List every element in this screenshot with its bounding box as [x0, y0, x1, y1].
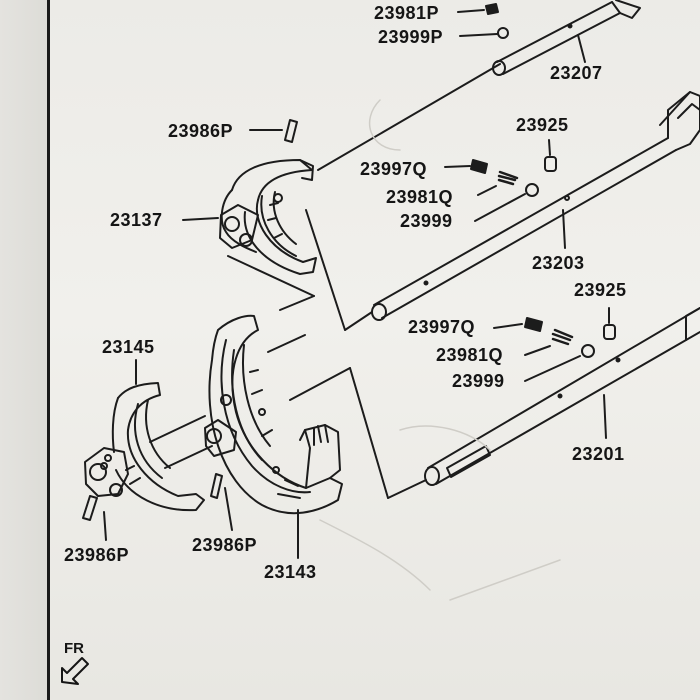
front-arrow-icon [61, 657, 89, 685]
part-label-23207: 23207 [550, 63, 603, 83]
part-label-23997q-mid: 23997Q [408, 317, 476, 337]
leader-23207 [577, 34, 586, 63]
bleed-through-artwork [319, 99, 561, 601]
shift-rail-23201 [424, 307, 700, 486]
part-label-23986p-right: 23986P [192, 535, 258, 555]
part-label-23999p: 23999P [378, 27, 444, 47]
part-label-23999-mid: 23999 [452, 371, 505, 391]
part-label-23981q-mid: 23981Q [436, 345, 504, 365]
leader-23201 [603, 394, 607, 439]
part-label-23925-top: 23925 [516, 115, 569, 135]
shift-fork-23145 [84, 359, 205, 512]
spring-23997q-top [444, 159, 488, 174]
part-label-23981p: 23981P [374, 3, 440, 23]
part-label-23997q-top: 23997Q [360, 159, 428, 179]
shift-rail-23203 [371, 91, 700, 321]
page-margin [0, 0, 47, 700]
pin-23981q-mid [524, 328, 574, 356]
ball-23999-mid [524, 344, 595, 382]
part-label-23137: 23137 [110, 210, 163, 230]
front-direction-label: FR [64, 640, 84, 657]
shift-fork-23143 [204, 314, 343, 559]
part-label-23145: 23145 [102, 337, 155, 357]
shift-fork-23137 [182, 159, 317, 275]
part-label-23203: 23203 [532, 253, 585, 273]
ball-23999-top [474, 183, 539, 222]
plug-23925-top [544, 139, 557, 172]
part-label-23999-top: 23999 [400, 211, 453, 231]
frame-border [47, 0, 50, 700]
part-label-23143: 23143 [264, 562, 317, 582]
part-label-23201: 23201 [572, 444, 625, 464]
part-label-23986p-left: 23986P [64, 545, 130, 565]
ball-23999p [459, 27, 509, 39]
roll-pin-23986p-right [210, 473, 233, 531]
part-label-23986p-top: 23986P [168, 121, 234, 141]
assembly-guide-lines [149, 63, 501, 499]
roll-pin-23986p-top [249, 119, 298, 143]
leader-23203 [562, 209, 566, 249]
pin-23981q-top [477, 170, 519, 196]
roll-pin-23986p-left [82, 495, 107, 541]
part-label-23925-mid: 23925 [574, 280, 627, 300]
spring-23997q-mid [493, 317, 543, 332]
part-label-23981q-top: 23981Q [386, 187, 454, 207]
pin-23981p [457, 3, 499, 15]
plug-23925-mid [603, 307, 616, 340]
